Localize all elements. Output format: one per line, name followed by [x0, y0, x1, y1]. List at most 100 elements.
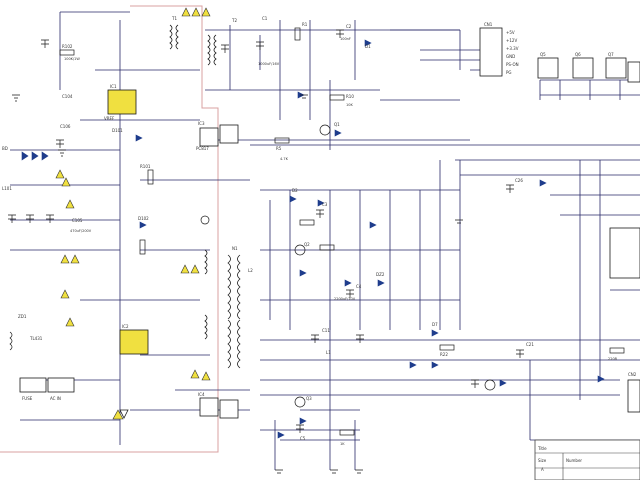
- label-pc817: PC817: [196, 146, 209, 151]
- transformer-main: [227, 254, 241, 369]
- hazard-warning-markers: [55, 7, 211, 420]
- resistor-r102: [59, 49, 75, 56]
- title-block-title: Title: [537, 446, 547, 451]
- primary-side-boundary: [0, 5, 219, 453]
- label-c11: C11: [322, 328, 330, 333]
- label-c2: C2: [346, 24, 352, 29]
- title-block-size-value: A: [541, 467, 544, 472]
- resistor-r10: [329, 94, 345, 101]
- hazard-icon-group-top: [181, 7, 211, 17]
- resistor-r101: [147, 169, 154, 185]
- resistor-r1: [294, 27, 301, 41]
- label-vref: VREF: [104, 116, 115, 121]
- title-block: Title Size A Number: [534, 439, 640, 480]
- label-t2: T2: [231, 18, 237, 23]
- transformers: [169, 24, 241, 369]
- input-block-right: [47, 377, 75, 393]
- resistor-r103: [139, 239, 146, 255]
- label-zd1: ZD1: [18, 314, 27, 319]
- ics-and-connectors: [19, 27, 640, 419]
- transformer-aux: [204, 249, 208, 340]
- label-q6: Q6: [575, 52, 581, 57]
- label-q2: Q2: [304, 242, 310, 247]
- transistor-q2: [319, 124, 331, 136]
- transistor-q6-body: [572, 57, 594, 79]
- label-ps-on: PS-ON: [506, 62, 519, 67]
- label-r1: R1: [302, 22, 308, 27]
- value-cap-bulk: 470uF/200V: [70, 229, 92, 233]
- label-ic4: IC4: [198, 392, 205, 397]
- label-t1: T1: [171, 16, 177, 21]
- ic-optocoupler-bottom: [199, 397, 219, 417]
- title-block-size: Size: [538, 458, 547, 463]
- transistor-q7-body: [605, 57, 627, 79]
- value-res-bias: 10K: [346, 103, 353, 107]
- value-res-feedback: 4.7K: [280, 157, 289, 161]
- value-res-limit: 220R: [608, 357, 618, 361]
- hazard-icon-group-left: [55, 169, 75, 209]
- label-tl431: TL431: [29, 336, 43, 341]
- label-q5: Q5: [540, 52, 546, 57]
- label-c106: C106: [60, 124, 71, 129]
- ic-controllers: [107, 89, 149, 355]
- label-c5: C5: [300, 436, 306, 441]
- label-c26: C26: [515, 178, 523, 183]
- label-cn1: CN1: [484, 22, 493, 27]
- label-r22: R22: [440, 352, 448, 357]
- label-r10: R10: [346, 94, 354, 99]
- label-c105: C105: [72, 218, 83, 223]
- transformer-t2: [207, 34, 217, 66]
- label-r5: R5: [276, 146, 282, 151]
- value-cap-output: 1000uF/16V: [258, 62, 280, 66]
- label-p12v: +12V: [506, 38, 517, 43]
- label-bd: BD: [2, 146, 8, 151]
- label-d2: D2: [292, 188, 298, 193]
- label-p5v: +5V: [506, 30, 515, 35]
- value-cap-decoupling: 100nF: [340, 37, 351, 41]
- label-r102: R102: [62, 44, 73, 49]
- transistor-q3: [294, 396, 306, 408]
- resistor-r30: [609, 347, 625, 354]
- label-cn2: CN2: [628, 372, 637, 377]
- component-labels: T1 T2 IC1 IC3 IC4 IC2 C106 C105 C104 L10…: [2, 16, 637, 441]
- ic-optocoupler-top-b: [219, 124, 239, 144]
- label-gnd: GND: [506, 54, 515, 59]
- ic-optocoupler-bottom-b: [219, 399, 239, 419]
- label-r101: R101: [140, 164, 151, 169]
- label-d1: D1: [365, 44, 371, 49]
- transistor-q5-body: [537, 57, 559, 79]
- label-q3: Q3: [306, 396, 312, 401]
- label-q7: Q7: [608, 52, 614, 57]
- title-block-frame: [534, 439, 640, 480]
- label-p3v: +3.3V: [506, 46, 519, 51]
- ground-symbols: [12, 94, 463, 474]
- label-c104: C104: [62, 94, 73, 99]
- label-ic3: IC3: [198, 121, 205, 126]
- value-res-sense: 1K: [340, 442, 345, 446]
- resistor-r25: [339, 429, 355, 436]
- label-c1: C1: [262, 16, 268, 21]
- label-l101: L101: [2, 186, 12, 191]
- input-block-left: [19, 377, 47, 393]
- transistor-q1: [294, 244, 306, 256]
- title-block-number: Number: [566, 458, 582, 463]
- label-d7: D7: [432, 322, 438, 327]
- bridge-block: [609, 227, 640, 279]
- resistor-r5: [274, 137, 290, 144]
- label-ac-in: AC IN: [50, 396, 61, 401]
- label-l2: L2: [248, 268, 253, 273]
- output-connector-cn1: [479, 27, 503, 77]
- resistor-r14: [319, 244, 335, 251]
- component-values: 470uF/200V 1000uF/16V 2200uF/10V 100nF 1…: [64, 37, 618, 446]
- label-pg: PG: [506, 70, 512, 75]
- hazard-icon-group-mid: [60, 254, 80, 327]
- test-point: [200, 215, 210, 225]
- output-connector-cn2: [627, 379, 640, 413]
- transformer-t1: [169, 24, 179, 50]
- label-dz2: DZ2: [376, 272, 385, 277]
- hazard-icon-group-right: [180, 264, 211, 381]
- ic-controller-bottom: [119, 329, 149, 355]
- transistor-q4: [484, 379, 496, 391]
- transistor-q8-body: [627, 61, 640, 83]
